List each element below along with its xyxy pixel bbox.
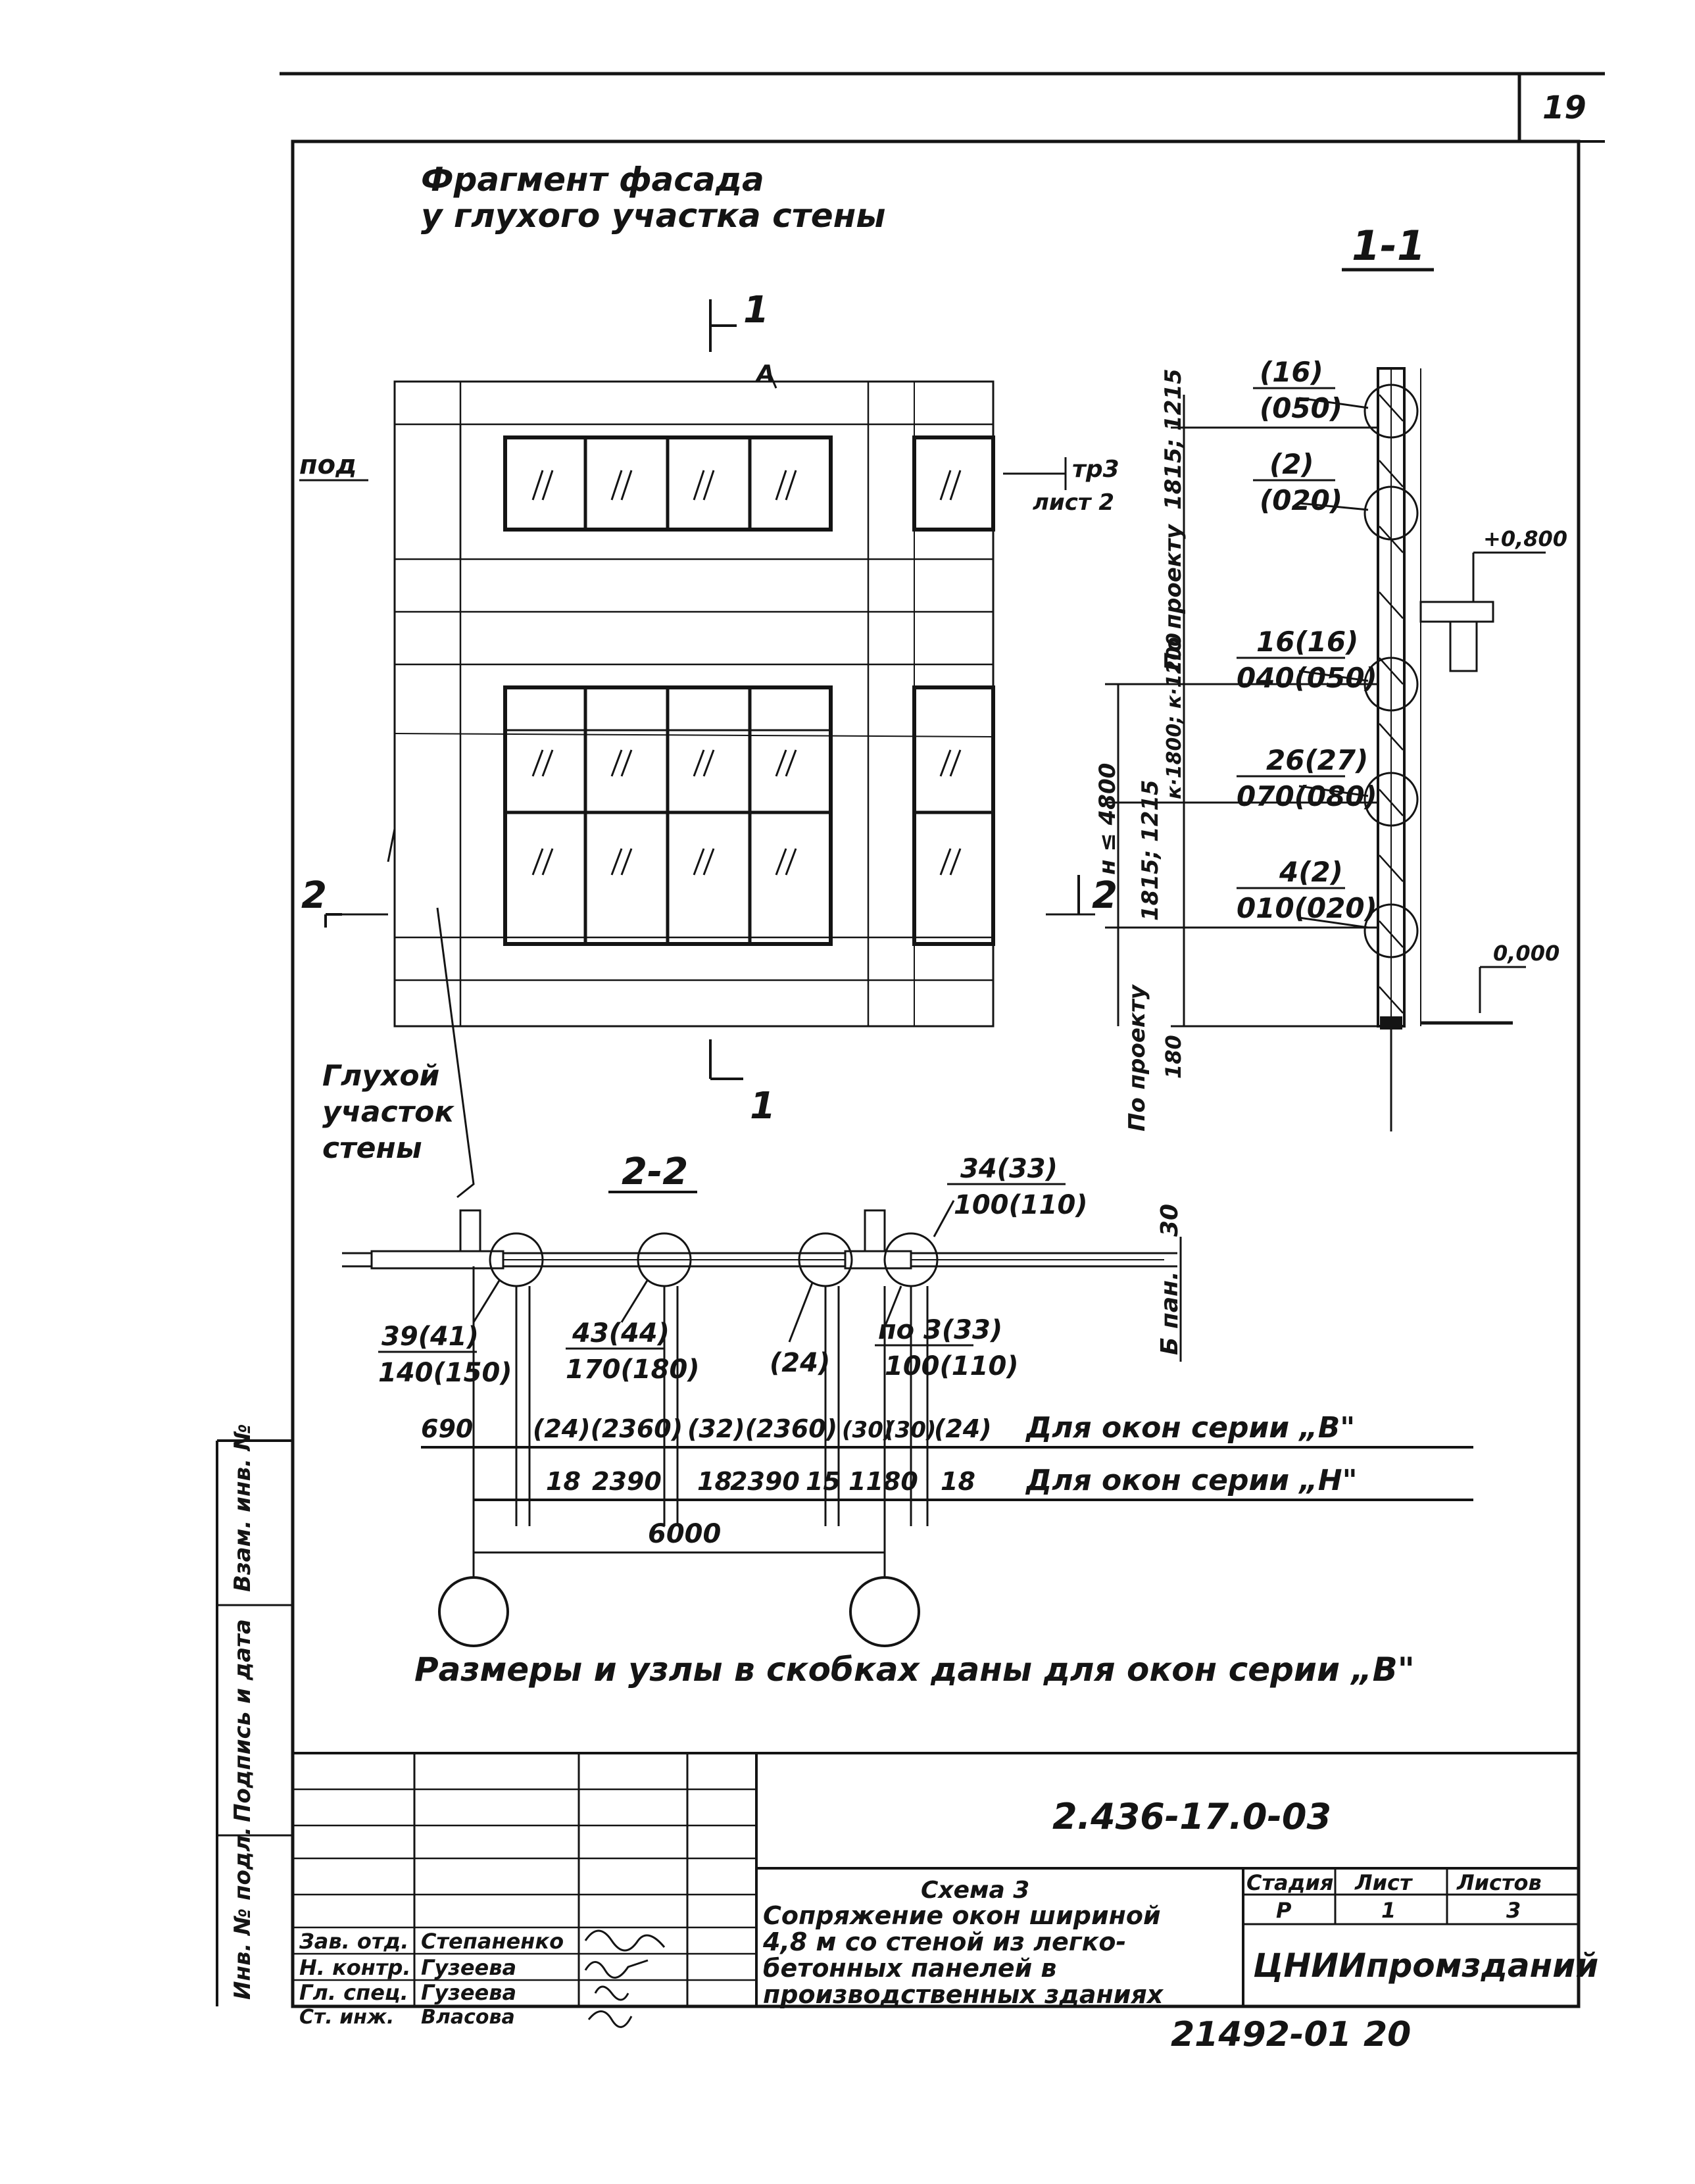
node-4-top: 26(27)	[1266, 744, 1368, 776]
node-a-bottom: 140(150)	[378, 1358, 512, 1388]
node-c-top: (24)	[770, 1348, 830, 1378]
facade-title-1: Фрагмент фасада	[421, 161, 764, 199]
facade-title-2: у глухого участка стены	[421, 197, 885, 235]
blind-label-2: участок	[322, 1095, 454, 1129]
cut-2-left-label: 2	[301, 874, 327, 917]
node-3-bottom: 040(050)	[1237, 662, 1377, 694]
row-n-7: 18	[941, 1467, 975, 1496]
cut-2-right-label: 2	[1092, 874, 1118, 917]
node-b-bottom: 170(180)	[566, 1354, 700, 1385]
row-n-3: 18	[697, 1467, 732, 1496]
callout-top: 34(33)	[960, 1154, 1058, 1184]
title-block: 2.436-17.0-03 Схема 3 Сопряжение окон ши…	[293, 1752, 1598, 2029]
sig-name-4: Власова	[421, 2006, 515, 2029]
sig-role-1: Зав. отд.	[299, 1929, 408, 1954]
row-n-6: 1180	[848, 1467, 918, 1496]
level-bottom: 0,000	[1493, 941, 1560, 966]
sig-name-2: Гузеева	[421, 1955, 516, 1980]
callout-side-label: Б пан.	[1156, 1271, 1183, 1355]
node-2-top: (2)	[1269, 448, 1314, 480]
sheet-value: 1	[1381, 1898, 1396, 1923]
cut-1-bottom-label: 1	[750, 1085, 775, 1128]
node-5-bottom: 010(020)	[1237, 892, 1377, 924]
row-v-5: (30)	[885, 1417, 936, 1443]
node-b-top: 43(44)	[572, 1318, 670, 1349]
dim-mid-1: н ≤ 4800	[1094, 763, 1121, 875]
sig-name-1: Степаненко	[421, 1929, 564, 1954]
callout-top-sub: 100(110)	[954, 1190, 1088, 1220]
sheet-frame	[216, 72, 1605, 2008]
axis-a-label: А	[754, 360, 775, 387]
footer-code: 21492-01 20	[1171, 2015, 1411, 2054]
page-number: 19	[1542, 89, 1586, 126]
blind-label-3: стены	[322, 1131, 422, 1165]
doc-code: 2.436-17.0-03	[1052, 1796, 1331, 1837]
sheet-title-1: Схема 3	[921, 1877, 1029, 1904]
span-6000: 6000	[648, 1519, 721, 1549]
dim-upper: 1815; 1215	[1160, 368, 1187, 510]
level-top: +0,800	[1483, 526, 1567, 551]
section-1-1-title: 1-1	[1352, 222, 1425, 270]
side-stamp: Инв. № подл. Подпись и дата Взам. инв. №	[230, 1424, 256, 2000]
facade-fragment: Фрагмент фасада у глухого участка стены …	[299, 161, 1119, 1199]
row-v-3: (32)(2360)	[687, 1414, 837, 1443]
section-2-2: 2-2 34(33) 100(110) 30 Б пан. 39(41) 140…	[342, 1151, 1473, 1647]
node-3-top: 16(16)	[1256, 626, 1358, 658]
dim-lower-note: По проекту	[1124, 983, 1150, 1131]
row-v-2: (24)(2360)	[533, 1414, 683, 1443]
section-2-2-title: 2-2	[622, 1151, 688, 1193]
facade-label-top-right-2: лист 2	[1033, 489, 1114, 516]
row-v-4: (30)	[842, 1417, 893, 1443]
sheet-title-3: 4,8 м со стеной из легко-	[762, 1927, 1126, 1956]
sheets-value: 3	[1506, 1898, 1521, 1923]
row-n-1: 18	[546, 1467, 581, 1496]
dim-base: 180	[1161, 1035, 1186, 1079]
facade-label-top-right-1: тр3	[1072, 456, 1119, 483]
col-sheet: Лист	[1354, 1870, 1413, 1895]
sig-role-4: Ст. инж.	[299, 2006, 394, 2029]
sig-role-3: Гл. спец.	[299, 1980, 408, 2005]
node-4-bottom: 070(080)	[1237, 780, 1377, 812]
row-n-4: 2390	[730, 1467, 800, 1496]
side-stamp-inv: Инв. № подл.	[230, 1827, 256, 2000]
note-brackets: Размеры и узлы в скобках даны для окон с…	[414, 1650, 1415, 1689]
side-stamp-signature: Подпись и дата	[230, 1619, 256, 1822]
sheet-title-4: бетонных панелей в	[763, 1954, 1056, 1983]
row-n-label: Для окон серии „Н"	[1025, 1464, 1358, 1497]
facade-label-top-left: под	[299, 450, 356, 480]
organization: ЦНИИпромзданий	[1253, 1947, 1598, 1985]
glass-hatch	[531, 470, 962, 876]
stage-value: Р	[1276, 1898, 1292, 1923]
sig-role-2: Н. контр.	[299, 1955, 411, 1980]
row-n-2: 2390	[592, 1467, 662, 1496]
node-5-top: 4(2)	[1279, 856, 1343, 888]
node-a-top: 39(41)	[381, 1322, 479, 1352]
node-2-bottom: (020)	[1260, 484, 1342, 516]
callout-side: 30	[1156, 1204, 1183, 1237]
handwritten-signatures	[584, 1929, 666, 2028]
node-d-top: по 3(33)	[878, 1315, 1002, 1345]
node-d-bottom: 100(110)	[885, 1351, 1019, 1381]
col-stage: Стадия	[1246, 1870, 1333, 1895]
sig-name-3: Гузеева	[421, 1980, 516, 2005]
node-1-top: (16)	[1260, 356, 1323, 388]
dim-lower: 1815; 1215	[1137, 780, 1164, 921]
dim-mid-2: к·1800; к·1200	[1163, 633, 1186, 799]
blind-label-1: Глухой	[322, 1059, 439, 1093]
dim-upper-note: По проекту	[1160, 523, 1187, 671]
sheet-title-2: Сопряжение окон шириной	[763, 1901, 1161, 1930]
side-stamp-replace: Взам. инв. №	[230, 1424, 256, 1592]
cut-1-top-label: 1	[743, 289, 769, 332]
node-1-bottom: (050)	[1260, 392, 1342, 424]
row-v-label: Для окон серии „В"	[1025, 1411, 1355, 1445]
sheet-title-5: производственных зданиях	[763, 1980, 1164, 2009]
section-1-1: 1-1 (16) (050) (2) (020)	[1094, 222, 1567, 1131]
row-n-5: 15	[806, 1467, 841, 1496]
row-v-6: (24)	[934, 1414, 992, 1443]
row-v-1: 690	[421, 1414, 473, 1443]
col-sheets: Листов	[1456, 1870, 1542, 1895]
